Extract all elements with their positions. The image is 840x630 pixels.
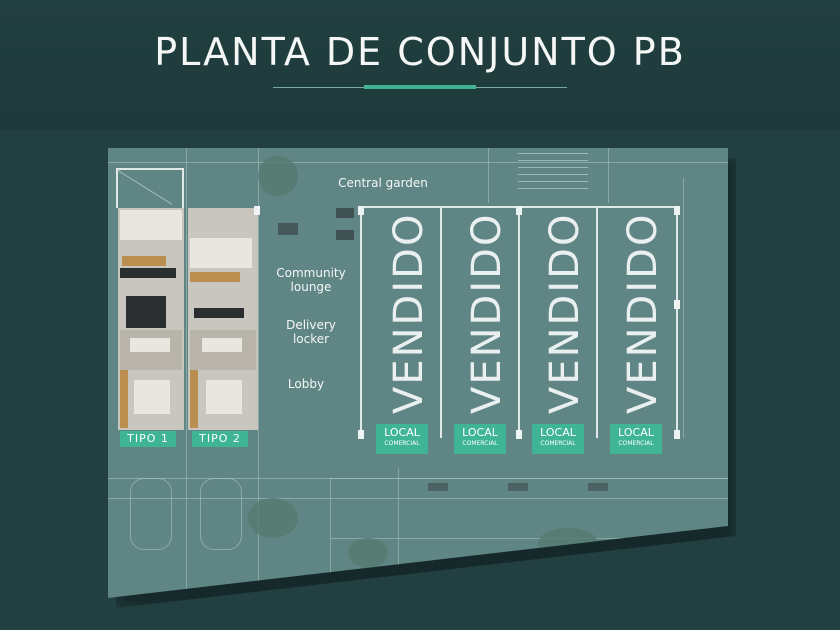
unit-tipo-2: [188, 208, 258, 430]
unit-label-tipo-1: TIPO 1: [120, 431, 176, 447]
title-accent-bar: [364, 85, 476, 89]
unit-tipo-1: [118, 208, 184, 430]
floor-plan: TIPO 1 TIPO 2 Central garden Community l…: [108, 148, 736, 608]
label-delivery-locker: Delivery locker: [286, 318, 336, 346]
floor-plan-drawing: TIPO 1 TIPO 2 Central garden Community l…: [108, 148, 728, 598]
label-central-garden: Central garden: [338, 176, 428, 190]
header: PLANTA DE CONJUNTO PB: [0, 0, 840, 130]
unit-label-tipo-2: TIPO 2: [192, 431, 248, 447]
local-2-status: VENDIDO: [464, 212, 510, 414]
local-3-status: VENDIDO: [542, 212, 588, 414]
page-title: PLANTA DE CONJUNTO PB: [154, 30, 686, 74]
local-1-status: VENDIDO: [386, 212, 432, 414]
label-community-lounge: Community lounge: [276, 266, 346, 294]
local-4-status: VENDIDO: [620, 212, 666, 414]
label-lobby: Lobby: [287, 377, 325, 391]
